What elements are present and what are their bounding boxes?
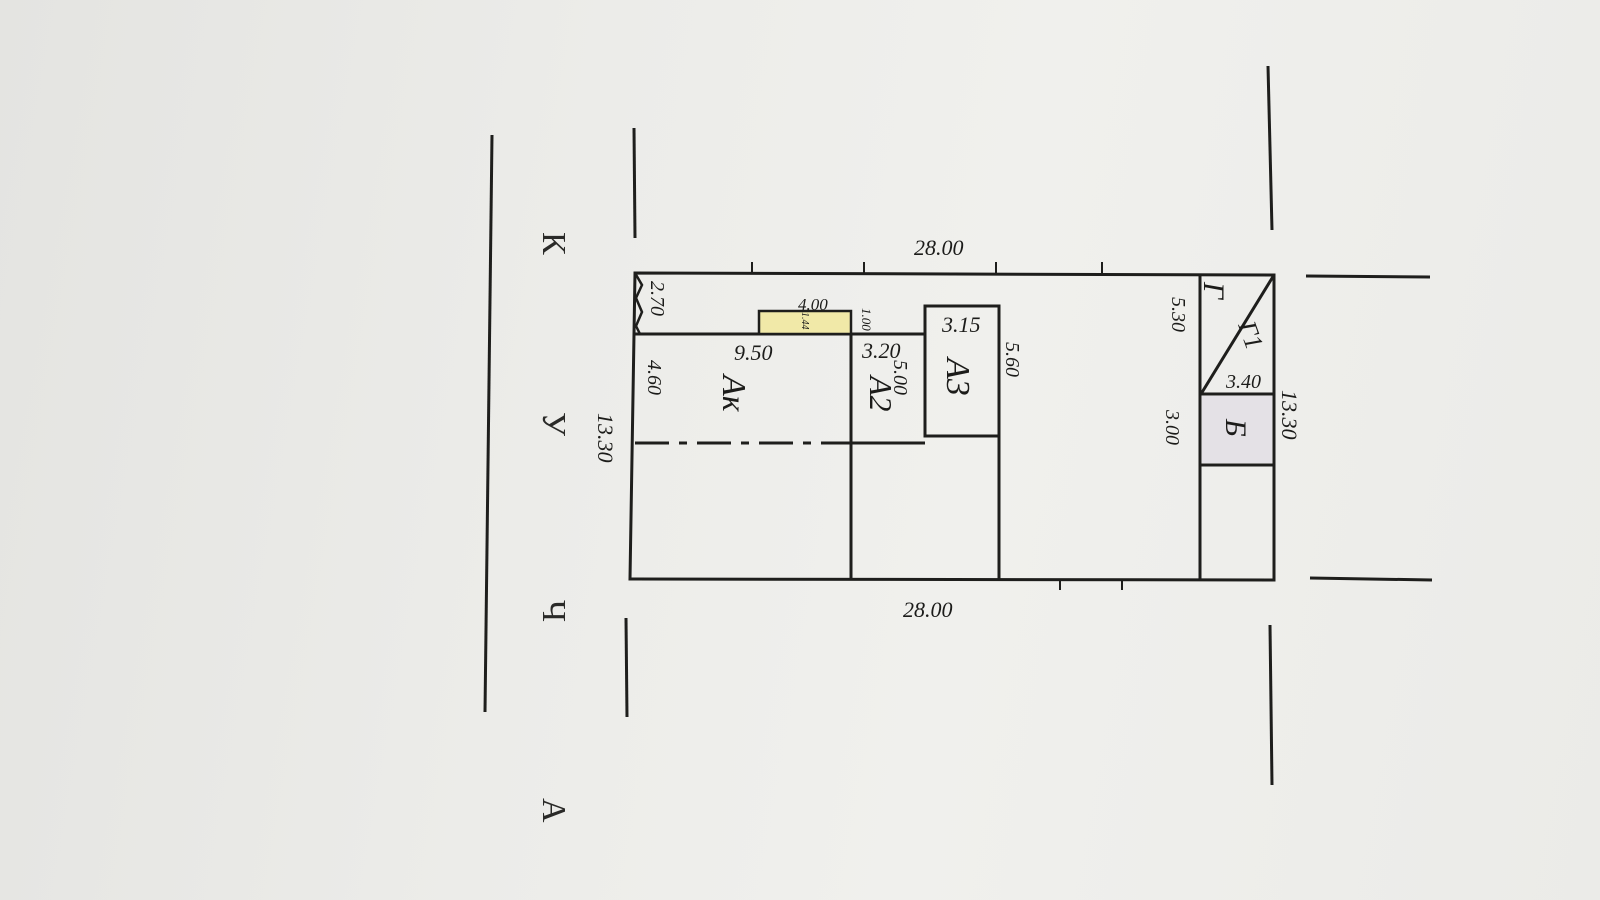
dim-g1-length: 3.40	[1225, 371, 1261, 393]
dim-g-width: 5.30	[1167, 297, 1189, 332]
street-letter-4: А	[535, 798, 572, 823]
lot-outline	[628, 271, 1276, 582]
room-label-b: Б	[1219, 418, 1252, 437]
boundary-tick-bottom-right	[1268, 624, 1274, 786]
boundary-tick-bottom-left	[624, 617, 629, 718]
a3-block	[923, 304, 1001, 438]
annex-small-rect	[757, 309, 853, 336]
boundary-tick-top-left	[632, 127, 637, 239]
dim-b-width: 3.00	[1161, 409, 1183, 445]
dim-right-width: 13.30	[1277, 390, 1302, 440]
room-label-ak: Ак	[715, 373, 752, 413]
dim-a2-length: 3.20	[861, 338, 901, 363]
dim-left-width: 13.30	[593, 413, 618, 463]
dim-top-length: 28.00	[914, 235, 964, 260]
dim-bottom-length: 28.00	[903, 597, 953, 622]
street-letter-2: У	[535, 412, 572, 437]
b-shed-fill	[1202, 396, 1272, 463]
boundary-tick-right-lower	[1309, 576, 1433, 582]
dim-annex-small-b: 1.00	[859, 308, 874, 331]
room-label-g: Г	[1197, 281, 1230, 301]
room-label-a3: А3	[939, 356, 976, 396]
dim-porch-offset: 2.70	[646, 281, 668, 316]
room-label-a2: А2	[863, 374, 899, 412]
dim-a3-width: 5.60	[1001, 342, 1023, 377]
dim-ak-length: 9.50	[734, 340, 773, 365]
dim-annex-small-a: 1.44	[799, 312, 810, 330]
street-letter-1: К	[535, 232, 572, 255]
g-diagonal	[1199, 274, 1276, 395]
dim-a2-width: 5.00	[889, 360, 911, 395]
dim-annex-length: 4.00	[798, 295, 828, 314]
porch-notch	[633, 272, 644, 335]
dim-a3-length: 3.15	[941, 312, 981, 337]
boundary-tick-top-right	[1266, 65, 1274, 231]
street-line-left	[483, 134, 494, 713]
room-label-g1: Г1	[1232, 316, 1269, 353]
street-letter-3: Ч	[535, 600, 572, 622]
dim-ak-width: 4.60	[643, 360, 665, 395]
boundary-tick-right-upper	[1305, 274, 1431, 279]
